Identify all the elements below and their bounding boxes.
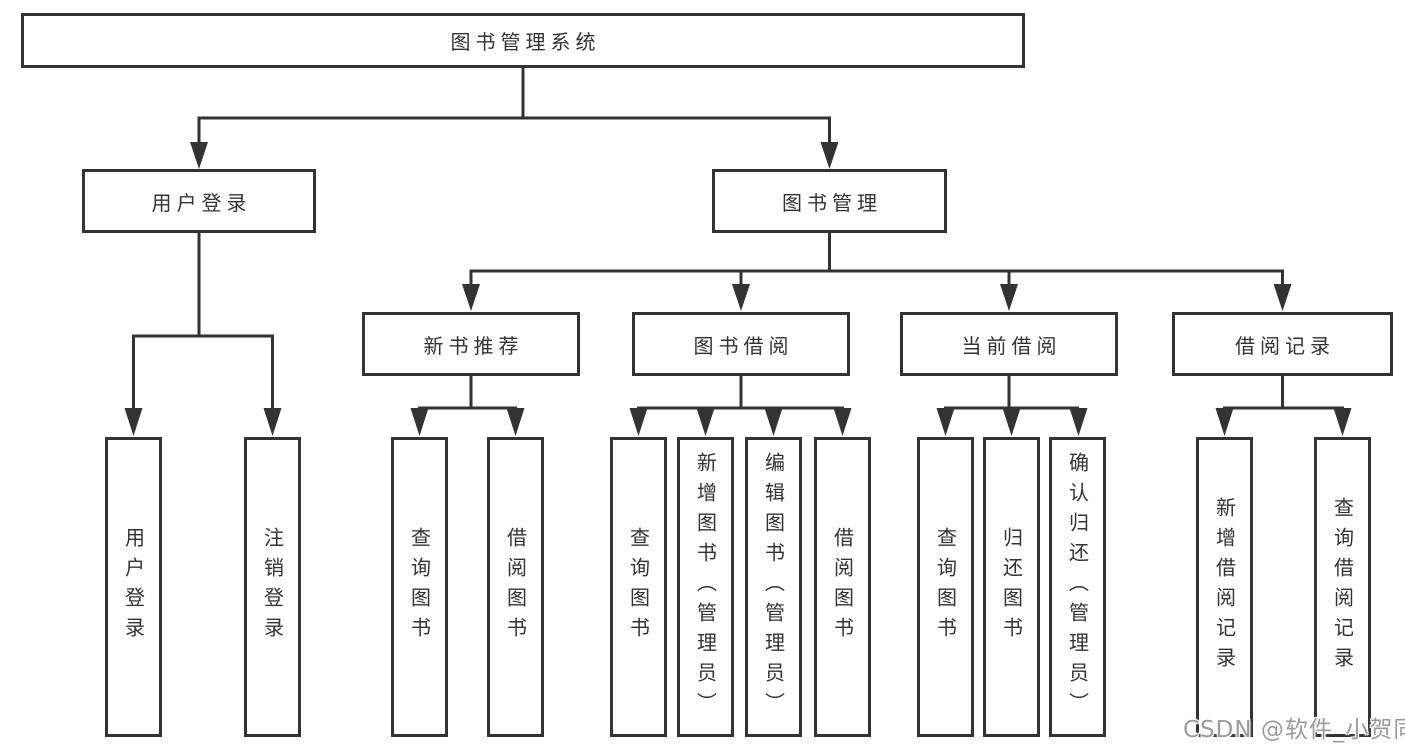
node-book-borrowing: 图书借阅 [632, 312, 850, 376]
node-label: 新书推荐 [423, 333, 524, 358]
leaf-label: 编辑图书（管理员） [761, 452, 786, 722]
arrow-down-icon [124, 408, 143, 436]
node-label: 图书借阅 [693, 333, 794, 358]
arrow-down-icon [732, 284, 750, 311]
leaf-logout-login: 注销登录 [244, 437, 301, 737]
leaf-query-borrow-record: 查询借阅记录 [1314, 437, 1371, 737]
leaf-add-borrow-record: 新增借阅记录 [1196, 437, 1253, 737]
node-user-login: 用户登录 [82, 169, 316, 233]
arrow-down-icon [410, 408, 429, 436]
arrow-down-icon [1002, 408, 1021, 436]
leaf-label: 查询借阅记录 [1330, 497, 1355, 677]
leaf-borrow-books-borrowing: 借阅图书 [814, 437, 871, 737]
node-label: 当前借阅 [961, 333, 1062, 358]
leaf-label: 查询图书 [626, 527, 651, 647]
leaf-edit-books-admin: 编辑图书（管理员） [745, 437, 802, 737]
leaf-borrow-books-recommend: 借阅图书 [487, 437, 544, 737]
node-label: 用户登录 [151, 190, 252, 215]
arrow-down-icon [1273, 284, 1292, 311]
leaf-label: 借阅图书 [503, 527, 528, 647]
node-new-book-recommendation: 新书推荐 [362, 312, 580, 376]
leaf-label: 新增图书（管理员） [693, 452, 718, 722]
leaf-label: 归还图书 [999, 527, 1024, 647]
node-book-management-system: 图书管理系统 [21, 13, 1025, 68]
leaf-add-books-admin: 新增图书（管理员） [677, 437, 734, 737]
leaf-query-books-borrowing: 查询图书 [610, 437, 667, 737]
leaf-label: 确认归还（管理员） [1065, 452, 1090, 722]
node-current-borrowing: 当前借阅 [900, 312, 1118, 376]
csdn-watermark: CSDN @软件_小贺同学 [1183, 717, 1405, 743]
leaf-user-login: 用户登录 [105, 437, 162, 737]
leaf-return-books: 归还图书 [983, 437, 1040, 737]
arrow-down-icon [764, 408, 783, 436]
arrow-down-icon [1069, 408, 1088, 436]
leaf-label: 查询图书 [407, 527, 432, 647]
arrow-down-icon [820, 142, 839, 169]
arrow-down-icon [833, 408, 852, 436]
arrow-down-icon [696, 408, 715, 436]
arrow-down-icon [462, 284, 480, 311]
leaf-label: 查询图书 [933, 527, 958, 647]
arrow-down-icon [506, 408, 525, 436]
leaf-query-books-recommend: 查询图书 [391, 437, 448, 737]
arrow-down-icon [1215, 408, 1234, 436]
leaf-label: 用户登录 [121, 527, 146, 647]
arrow-down-icon [1333, 408, 1352, 436]
node-book-management: 图书管理 [712, 169, 947, 233]
arrow-down-icon [190, 142, 208, 169]
leaf-confirm-return-admin: 确认归还（管理员） [1049, 437, 1106, 737]
node-borrowing-records: 借阅记录 [1172, 312, 1393, 376]
arrow-down-icon [936, 408, 955, 436]
arrow-down-icon [629, 408, 648, 436]
leaf-label: 注销登录 [260, 527, 285, 647]
arrow-down-icon [1000, 284, 1018, 311]
arrow-down-icon [263, 408, 282, 436]
node-label: 图书管理系统 [450, 30, 601, 54]
leaf-query-books-current: 查询图书 [917, 437, 974, 737]
leaf-label: 新增借阅记录 [1212, 497, 1237, 677]
leaf-label: 借阅图书 [830, 527, 855, 647]
node-label: 图书管理 [782, 190, 882, 215]
node-label: 借阅记录 [1235, 333, 1335, 358]
